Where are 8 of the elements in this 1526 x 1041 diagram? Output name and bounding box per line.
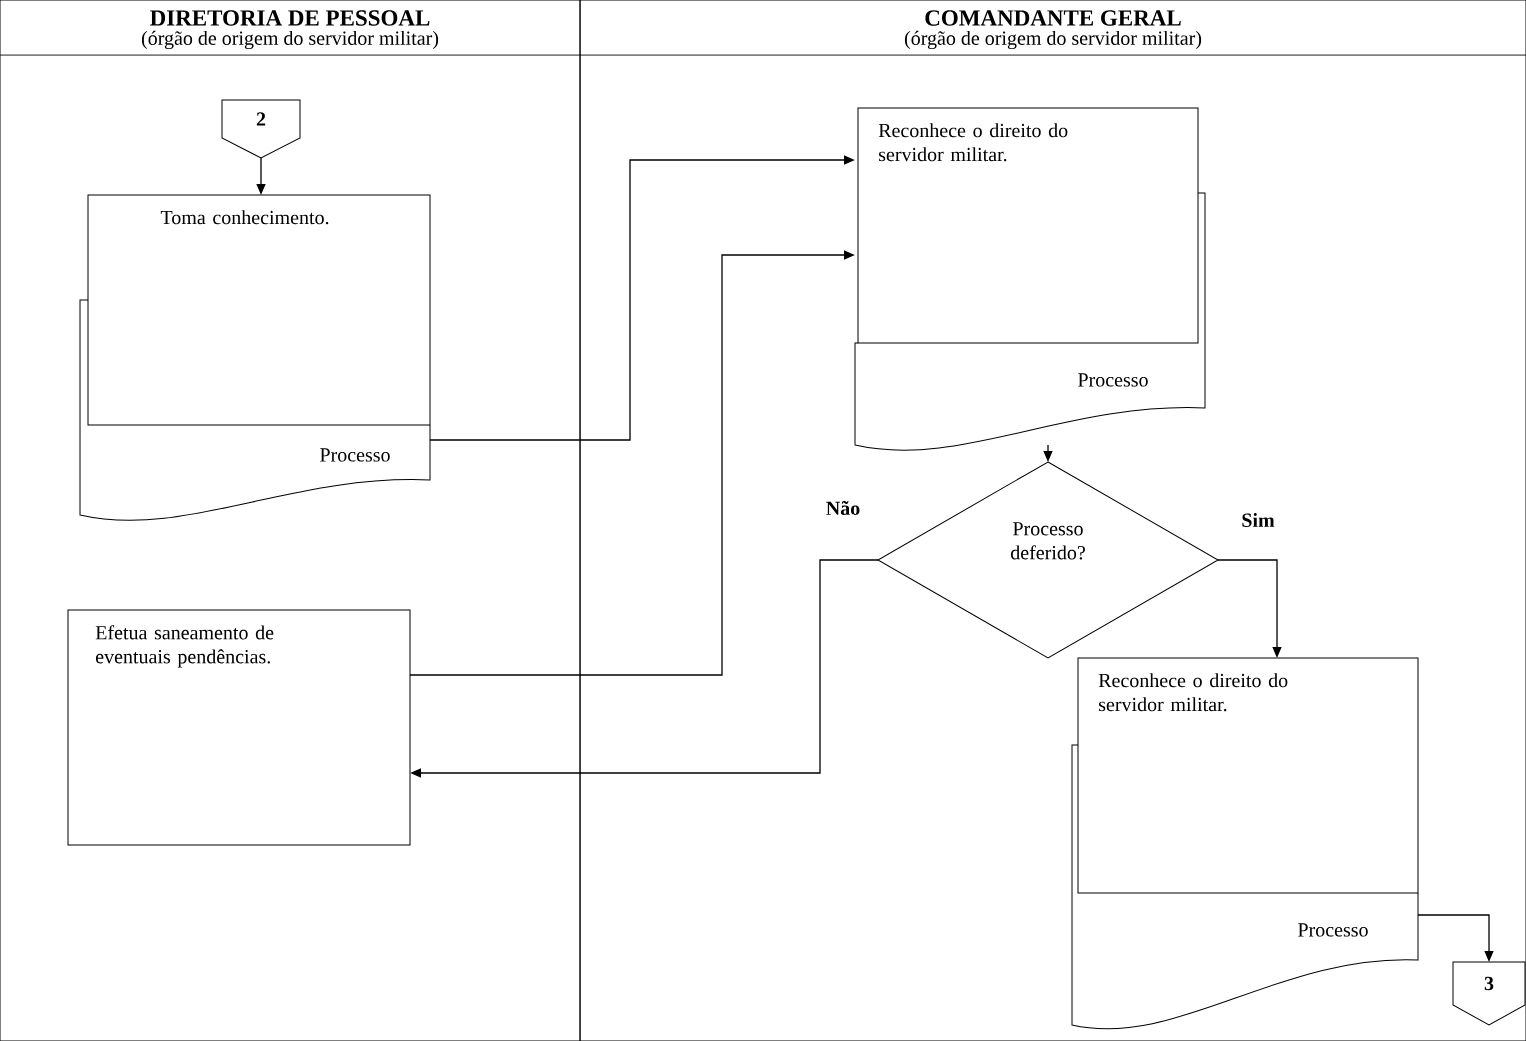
node-label: Processo	[1078, 373, 1148, 387]
off-page-connector: 2	[221, 99, 301, 159]
node-label: Processo	[320, 448, 390, 462]
off-page-connector: 3	[1452, 961, 1526, 1026]
node-label: Processo	[1298, 923, 1368, 937]
edge-label: Não	[824, 499, 862, 517]
edge-label: Sim	[1240, 511, 1276, 528]
process-box: Efetua saneamento de eventuais pendências.	[67, 609, 411, 846]
